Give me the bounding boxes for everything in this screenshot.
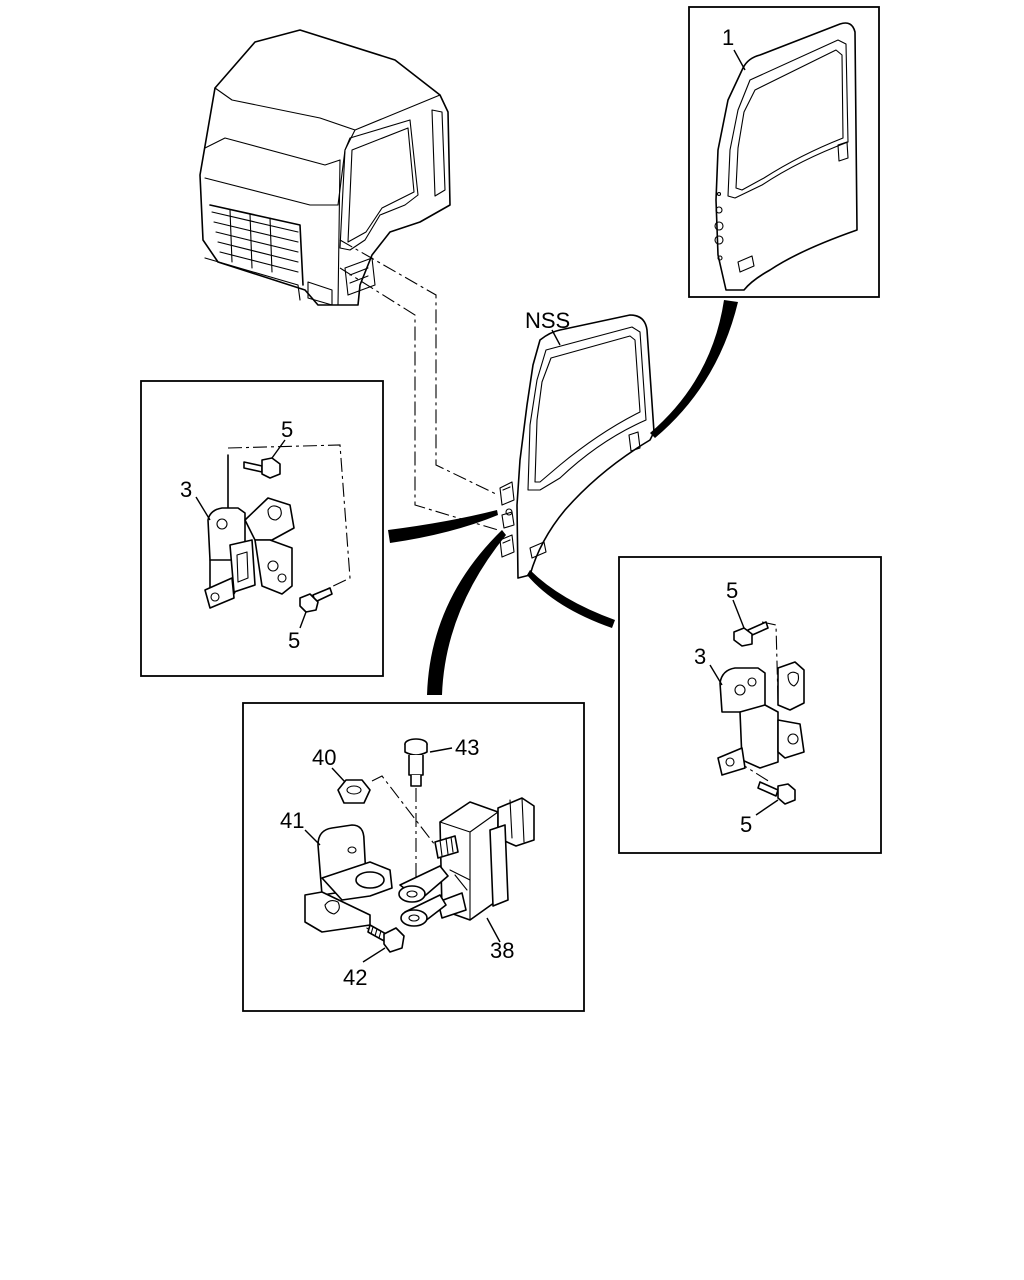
label-bolt-upper-left-bottom: 5: [288, 628, 300, 653]
upper-left-hinge-box: [140, 380, 384, 677]
hinge-right-leader: [709, 664, 723, 686]
label-door-check: 38: [490, 938, 514, 963]
cab-door-connector-upper: [339, 239, 499, 496]
connector-band-check: [427, 530, 506, 695]
bolt-icon: [733, 621, 769, 647]
check-assembly-line-1: [371, 775, 436, 846]
door-hinge-icon: [717, 621, 805, 783]
bolt-icon: [243, 457, 281, 479]
check-nut-icon: [337, 779, 371, 804]
label-nss: NSS: [525, 308, 570, 333]
check-bracket-leader: [304, 829, 321, 846]
cab-door-connector-lower: [339, 267, 499, 531]
nss-leader: [551, 329, 561, 346]
check-bracket-icon: [304, 824, 393, 933]
check-screw-leader: [362, 947, 386, 963]
nss-door-icon: [499, 314, 655, 579]
connector-band-door-panel: [650, 300, 738, 438]
label-check-pin: 43: [455, 735, 479, 760]
label-check-nut: 40: [312, 745, 336, 770]
door-check-box: [242, 702, 585, 1012]
door-check-leader: [486, 917, 501, 943]
bolt-icon: [757, 781, 796, 805]
label-bolt-right-top: 5: [726, 578, 738, 603]
label-hinge-upper-left: 3: [180, 477, 192, 502]
label-door-panel: 1: [722, 25, 734, 50]
right-hinge-box: [618, 556, 882, 854]
door-check-icon: [398, 797, 535, 927]
hinge-upper-left-leader: [195, 496, 211, 521]
truck-cab-icon: [199, 29, 451, 306]
bolt-right-top-leader: [732, 599, 745, 629]
connector-band-right-hinge: [527, 570, 615, 628]
bolt-right-bottom-leader: [755, 799, 779, 816]
bolt-upper-left-top-leader: [271, 439, 286, 459]
check-screw-icon: [367, 924, 405, 953]
label-bolt-upper-left-top: 5: [281, 417, 293, 442]
connector-band-upper-left-hinge: [388, 510, 498, 543]
door-panel-leader: [733, 49, 746, 71]
door-panel-box: [688, 6, 880, 298]
label-check-screw: 42: [343, 965, 367, 990]
label-bolt-right-bottom: 5: [740, 812, 752, 837]
check-pin-leader: [429, 747, 453, 753]
label-check-bracket: 41: [280, 808, 304, 833]
door-hinge-icon: [204, 444, 351, 609]
bolt-icon: [299, 587, 333, 613]
door-panel-icon: [714, 22, 858, 291]
label-hinge-right: 3: [694, 644, 706, 669]
bolt-upper-left-bottom-leader: [299, 611, 307, 629]
check-nut-leader: [331, 767, 346, 783]
check-pin-icon: [404, 738, 428, 787]
